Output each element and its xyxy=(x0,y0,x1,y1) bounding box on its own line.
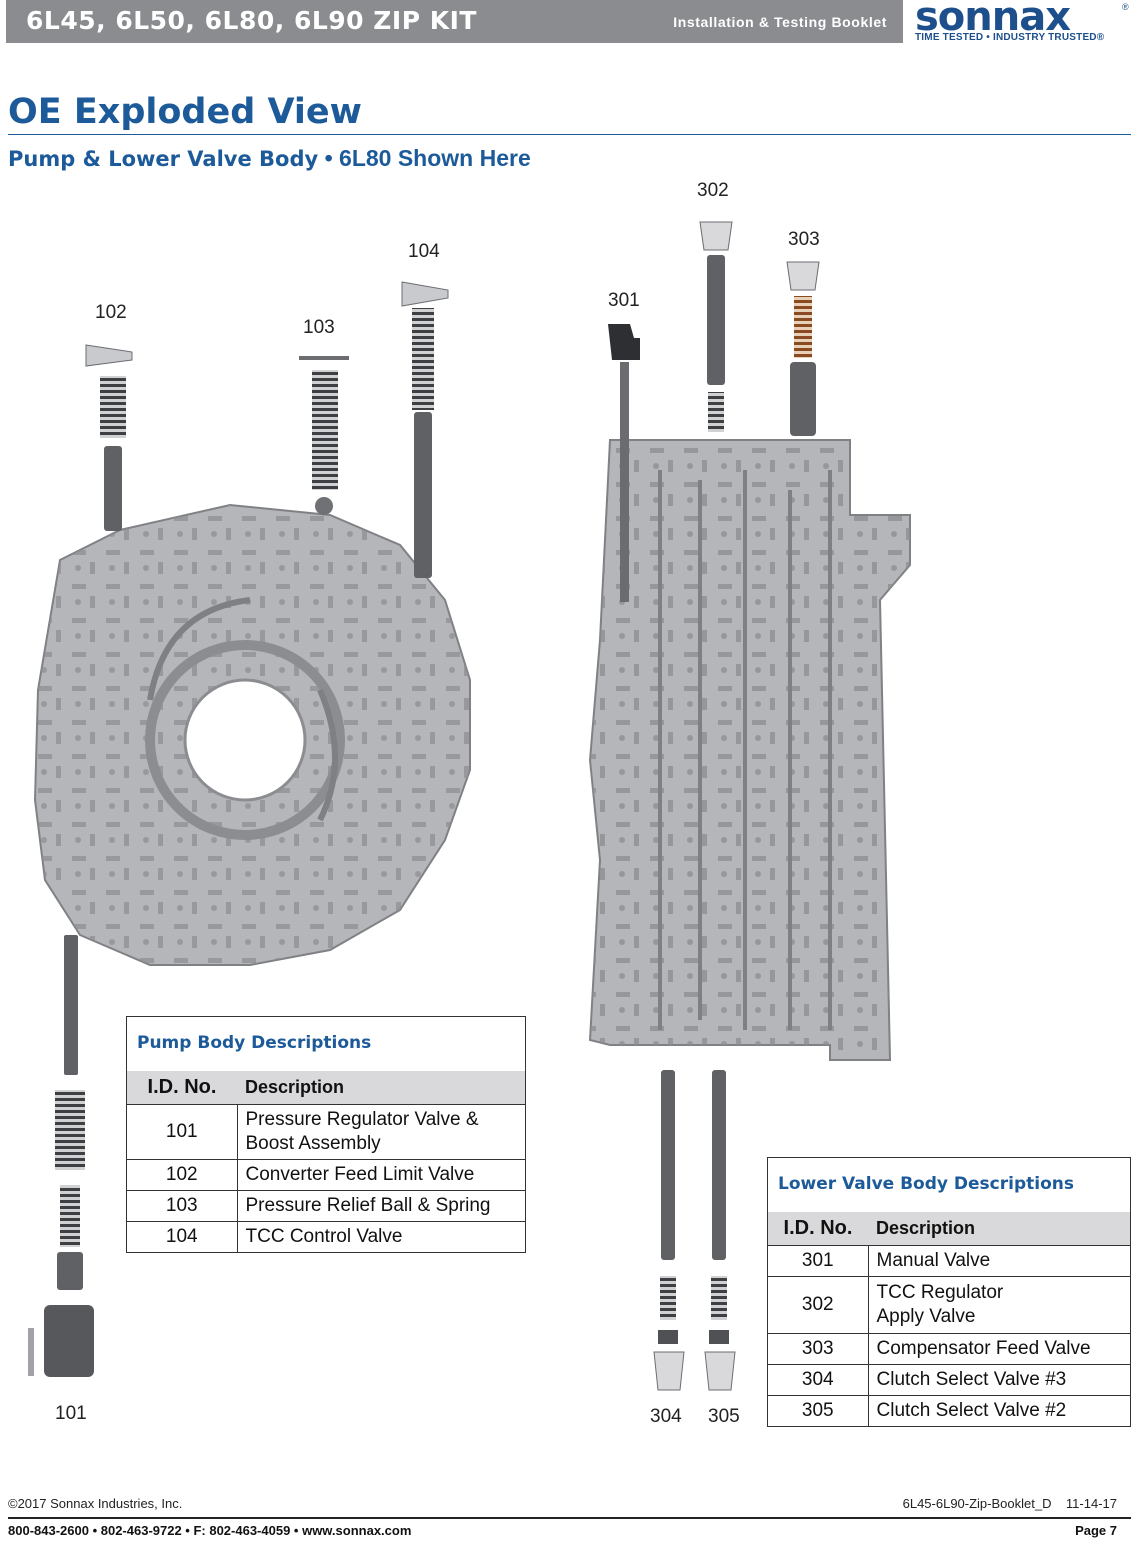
lower-valve-body-table: Lower Valve Body Descriptions I.D. No. D… xyxy=(767,1157,1131,1427)
row-id: 103 xyxy=(127,1189,238,1221)
footer-divider xyxy=(8,1517,1131,1519)
callout-303: 303 xyxy=(788,229,820,250)
pump-body xyxy=(33,503,471,966)
part-301 xyxy=(608,324,640,602)
pump-body-table: Pump Body Descriptions I.D. No. Descript… xyxy=(126,1016,526,1253)
part-302 xyxy=(699,221,733,432)
part-304 xyxy=(653,1070,685,1391)
callout-101: 101 xyxy=(55,1403,87,1424)
callout-304: 304 xyxy=(650,1406,682,1427)
footer-contact: 800-843-2600 • 802-463-9722 • F: 802-463… xyxy=(8,1523,412,1538)
callout-301: 301 xyxy=(608,290,640,311)
row-id: 104 xyxy=(127,1220,238,1252)
callout-103: 103 xyxy=(303,317,335,338)
row-desc: Clutch Select Valve #3 xyxy=(868,1363,1130,1395)
table-row: 304 Clutch Select Valve #3 xyxy=(768,1363,1130,1395)
callout-104: 104 xyxy=(408,241,440,262)
row-desc: Compensator Feed Valve xyxy=(868,1332,1130,1364)
row-id: 301 xyxy=(768,1244,869,1276)
table-row: 104 TCC Control Valve xyxy=(127,1220,525,1252)
part-102 xyxy=(85,344,133,531)
footer-copyright: ©2017 Sonnax Industries, Inc. xyxy=(8,1496,183,1511)
page-subtitle: Pump & Lower Valve Body • 6L80 Shown Her… xyxy=(8,145,531,172)
row-id: 302 xyxy=(768,1275,869,1333)
row-desc-line: Boost Assembly xyxy=(245,1132,381,1154)
row-id: 303 xyxy=(768,1332,869,1364)
exploded-view-illustration xyxy=(28,221,911,1391)
sonnax-logo: sonnax xyxy=(915,0,1071,40)
title-divider xyxy=(8,134,1131,135)
registered-mark: ® xyxy=(1122,2,1129,12)
lower-table-title: Lower Valve Body Descriptions xyxy=(778,1174,1074,1194)
table-header-row: I.D. No. Description xyxy=(768,1212,1130,1246)
part-103 xyxy=(299,356,349,515)
part-104 xyxy=(401,281,449,578)
subtitle-bold: Pump & Lower Valve Body xyxy=(8,147,319,171)
row-id: 304 xyxy=(768,1363,869,1395)
row-desc: Pressure Regulator Valve &Boost Assembly xyxy=(237,1103,525,1159)
table-row: 301 Manual Valve xyxy=(768,1244,1130,1276)
table-row: 103 Pressure Relief Ball & Spring xyxy=(127,1189,525,1221)
booklet-subtitle: Installation & Testing Booklet xyxy=(673,14,887,30)
row-id: 102 xyxy=(127,1158,238,1190)
table-row: 305 Clutch Select Valve #2 xyxy=(768,1394,1130,1426)
row-desc: Manual Valve xyxy=(868,1244,1130,1276)
col-desc-header: Description xyxy=(237,1071,525,1105)
col-desc-header: Description xyxy=(868,1212,1130,1246)
part-101 xyxy=(28,935,94,1377)
pump-table-grid: I.D. No. Description 101 Pressure Regula… xyxy=(127,1071,525,1252)
row-desc: Converter Feed Limit Valve xyxy=(237,1158,525,1190)
exploded-view-diagram: 101 102 103 104 301 302 303 304 305 xyxy=(0,170,1131,1440)
table-row: 102 Converter Feed Limit Valve xyxy=(127,1158,525,1190)
pump-table-title: Pump Body Descriptions xyxy=(137,1033,372,1053)
subtitle-separator: • xyxy=(318,145,340,171)
logo-tagline: TIME TESTED • INDUSTRY TRUSTED® xyxy=(915,32,1105,43)
row-desc: Pressure Relief Ball & Spring xyxy=(237,1189,525,1221)
table-row: 101 Pressure Regulator Valve &Boost Asse… xyxy=(127,1103,525,1159)
row-id: 101 xyxy=(127,1103,238,1159)
lower-valve-body xyxy=(588,439,911,1061)
table-header-row: I.D. No. Description xyxy=(127,1071,525,1105)
callout-102: 102 xyxy=(95,302,127,323)
part-303 xyxy=(786,261,820,436)
lower-table-grid: I.D. No. Description 301 Manual Valve 30… xyxy=(768,1212,1130,1426)
row-desc-line: TCC Regulator xyxy=(876,1281,1004,1303)
row-id: 305 xyxy=(768,1394,869,1426)
table-row: 303 Compensator Feed Valve xyxy=(768,1332,1130,1364)
footer-doc-id: 6L45-6L90-Zip-Booklet_D 11-14-17 xyxy=(902,1496,1117,1511)
row-desc-line: Pressure Regulator Valve & xyxy=(245,1108,479,1130)
part-305 xyxy=(704,1070,736,1391)
col-id-header: I.D. No. xyxy=(768,1212,868,1246)
callout-305: 305 xyxy=(708,1406,740,1427)
col-id-header: I.D. No. xyxy=(127,1071,237,1105)
row-desc: Clutch Select Valve #2 xyxy=(868,1394,1130,1426)
row-desc: TCC Control Valve xyxy=(237,1220,525,1252)
kit-title: 6L45, 6L50, 6L80, 6L90 ZIP KIT xyxy=(26,6,477,35)
subtitle-rest: 6L80 Shown Here xyxy=(339,145,531,171)
callout-302: 302 xyxy=(697,180,729,201)
page-number: Page 7 xyxy=(1075,1523,1117,1538)
header-bar: 6L45, 6L50, 6L80, 6L90 ZIP KIT Installat… xyxy=(6,0,903,43)
page-title: OE Exploded View xyxy=(8,92,362,132)
row-desc-line: Apply Valve xyxy=(876,1305,976,1327)
